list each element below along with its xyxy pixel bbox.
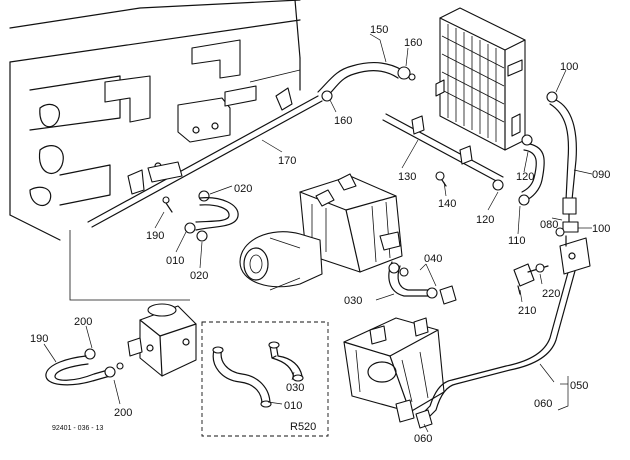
callout-210: 210 xyxy=(518,305,536,317)
valve-block xyxy=(127,303,197,377)
tube-060 xyxy=(415,257,579,429)
callout-090: 090 xyxy=(592,169,610,181)
callout-020-top: 020 xyxy=(234,183,252,195)
hose-010 xyxy=(162,190,239,242)
hose-190 xyxy=(45,348,124,386)
hydraulic-pump xyxy=(239,173,403,291)
callout-120-bottom: 120 xyxy=(476,214,494,226)
callout-060-bottom: 060 xyxy=(414,433,432,445)
callout-010-top: 010 xyxy=(166,255,184,267)
callout-080: 080 xyxy=(540,219,558,231)
callout-050: 050 xyxy=(570,380,588,392)
hose-150 xyxy=(317,61,416,102)
callout-190-bottom: 190 xyxy=(30,333,48,345)
callout-220: 220 xyxy=(542,288,560,300)
drawing-code: 92401 - 036 - 13 xyxy=(52,425,103,432)
callout-190-top: 190 xyxy=(146,230,164,242)
callout-140: 140 xyxy=(438,198,456,210)
callout-170: 170 xyxy=(278,155,296,167)
callout-010-inset: 010 xyxy=(284,400,302,412)
leader-lines xyxy=(43,33,593,433)
callout-040: 040 xyxy=(424,253,442,265)
callout-030-inset: 030 xyxy=(286,382,304,394)
callout-110: 110 xyxy=(508,235,526,247)
callout-150: 150 xyxy=(370,24,388,36)
hose-090 xyxy=(546,91,579,233)
callout-130: 130 xyxy=(398,171,416,183)
sensor-210 xyxy=(513,227,591,295)
lower-pump xyxy=(343,317,445,423)
callout-200-bottom: 200 xyxy=(114,407,132,419)
tube-130 xyxy=(382,113,504,191)
callout-100-bottom: 100 xyxy=(592,223,610,235)
callout-030-top: 030 xyxy=(344,295,362,307)
callout-100-top: 100 xyxy=(560,61,578,73)
callout-160-mid: 160 xyxy=(334,115,352,127)
inset-r520 xyxy=(201,321,329,437)
callout-160-top: 160 xyxy=(404,37,422,49)
hose-030 xyxy=(388,261,457,305)
oil-cooler xyxy=(435,7,526,151)
callout-020-bottom: 020 xyxy=(190,270,208,282)
callout-labels: 150 160 100 160 170 130 120 090 020 140 … xyxy=(30,24,610,445)
frame-chassis xyxy=(9,0,301,301)
hose-110 xyxy=(518,134,545,206)
callout-060-right: 060 xyxy=(534,398,552,410)
tube-170 xyxy=(87,87,323,228)
callout-200-top: 200 xyxy=(74,316,92,328)
callout-120-top: 120 xyxy=(516,171,534,183)
inset-label: R520 xyxy=(290,421,316,433)
